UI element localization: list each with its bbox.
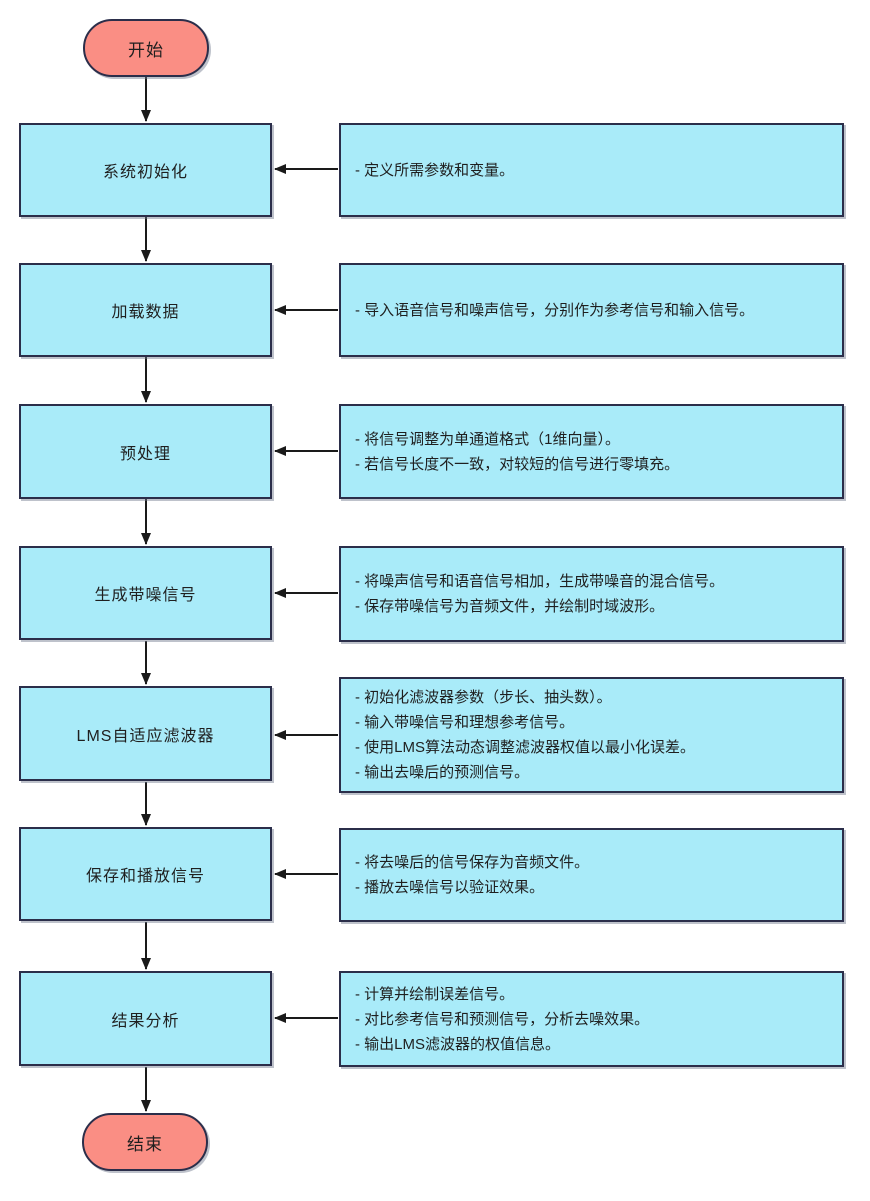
process-label: 结果分析 [111,1012,180,1030]
note-line: - 初始化滤波器参数（步长、抽头数）。 [355,689,612,706]
note-line: - 计算并绘制误差信号。 [355,985,515,1003]
detail-box-result-analysis: - 计算并绘制误差信号。 - 对比参考信号和预测信号，分析去噪效果。 - 输出L… [339,971,844,1067]
note-line: - 将去噪后的信号保存为音频文件。 [355,854,590,871]
process-box-save-play: 保存和播放信号 [19,827,272,921]
note-line: - 对比参考信号和预测信号，分析去噪效果。 [355,1010,650,1028]
detail-box-load-data: - 导入语音信号和噪声信号，分别作为参考信号和输入信号。 [339,263,844,357]
process-label: 预处理 [119,445,171,463]
detail-box-save-play: - 将去噪后的信号保存为音频文件。 - 播放去噪信号以验证效果。 [339,828,844,922]
detail-box-system-init: - 定义所需参数和变量。 [339,123,844,217]
note-line: - 将噪声信号和语音信号相加，生成带噪音的混合信号。 [355,573,725,590]
process-label: 系统初始化 [102,164,188,181]
process-box-noisy-signal: 生成带噪信号 [19,546,272,640]
note-line: - 将信号调整为单通道格式（1维向量）。 [355,430,621,448]
start-label: 开始 [128,40,164,60]
note-line: - 保存带噪信号为音频文件，并绘制时域波形。 [355,598,665,615]
note-line: - 定义所需参数和变量。 [355,161,515,179]
process-label: LMS自适应滤波器 [76,727,215,745]
process-box-result-analysis: 结果分析 [19,971,272,1066]
process-label: 加载数据 [111,304,180,321]
detail-box-lms-filter: - 初始化滤波器参数（步长、抽头数）。 - 输入带噪信号和理想参考信号。 - 使… [339,677,844,793]
process-label: 生成带噪信号 [94,587,197,604]
note-line: - 使用LMS算法动态调整滤波器权值以最小化误差。 [355,739,696,756]
detail-box-noisy-signal: - 将噪声信号和语音信号相加，生成带噪音的混合信号。 - 保存带噪信号为音频文件… [339,546,844,642]
note-line: - 输出去噪后的预测信号。 [355,764,530,781]
end-label: 结束 [127,1134,163,1154]
note-line: - 输出LMS滤波器的权值信息。 [355,1035,561,1053]
process-box-load-data: 加载数据 [19,263,272,357]
process-box-system-init: 系统初始化 [19,123,272,217]
start-node: 开始 [83,19,209,77]
process-box-preprocess: 预处理 [19,404,272,499]
process-label: 保存和播放信号 [85,868,205,885]
note-line: - 导入语音信号和噪声信号，分别作为参考信号和输入信号。 [355,301,755,319]
note-line: - 若信号长度不一致，对较短的信号进行零填充。 [355,455,680,473]
note-line: - 输入带噪信号和理想参考信号。 [355,714,575,731]
end-node: 结束 [82,1113,208,1171]
process-box-lms-filter: LMS自适应滤波器 [19,686,272,781]
detail-box-preprocess: - 将信号调整为单通道格式（1维向量）。 - 若信号长度不一致，对较短的信号进行… [339,404,844,499]
note-line: - 播放去噪信号以验证效果。 [355,879,545,896]
